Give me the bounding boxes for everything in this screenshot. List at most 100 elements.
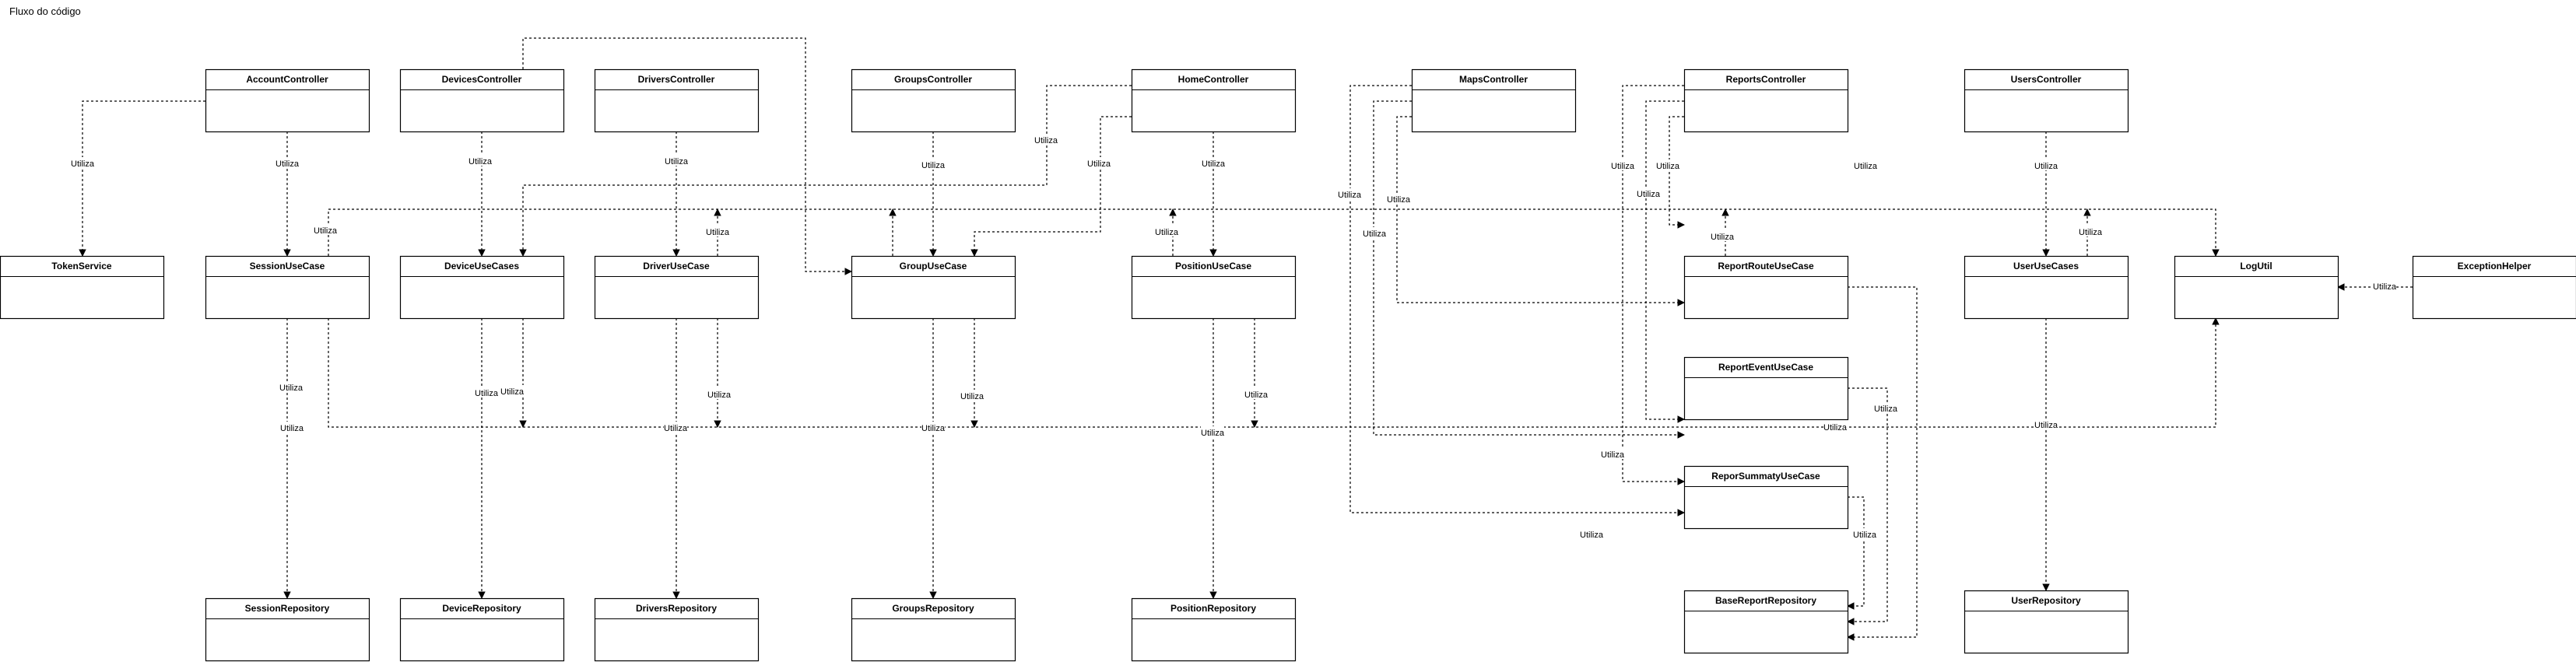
class-box-title: UserUseCases [2013, 261, 2079, 271]
position-use-case-box: PositionUseCase [1131, 255, 1297, 320]
class-box-frame [399, 68, 565, 133]
class-box-title: ReportEventUseCase [1718, 362, 1813, 373]
class-box-title: DeviceRepository [442, 603, 521, 614]
edge-label: Utiliza [1387, 193, 1411, 205]
edge-label-text: Utiliza [1087, 159, 1111, 169]
class-box-frame [1964, 68, 2129, 133]
edge-label: Utiliza [1034, 134, 1058, 145]
class-box-title: SessionRepository [245, 603, 330, 614]
class-box-frame [594, 597, 760, 662]
edge-label-background [2079, 226, 2102, 236]
maps-controller-box: MapsController [1411, 68, 1577, 133]
class-box-title: UserRepository [2011, 595, 2081, 606]
class-box-title: MapsController [1459, 74, 1528, 85]
edge-label: Utiliza [706, 226, 730, 237]
edge-label: Utiliza [1874, 402, 1898, 414]
user-use-cases-box: UserUseCases [1964, 255, 2129, 320]
dependency-arrow [1645, 100, 1685, 423]
edge-label: Utiliza [314, 224, 338, 236]
edge-label-text: Utiliza [2079, 228, 2103, 237]
edge-label-text: Utiliza [665, 157, 689, 166]
edge-label-text: Utiliza [1854, 162, 1878, 171]
edge-label: Utiliza [71, 157, 95, 169]
class-box-title: ExceptionHelper [2458, 261, 2532, 271]
dependency-arrow [1349, 85, 1685, 517]
groups-repository-box: GroupsRepository [851, 597, 1016, 662]
exception-helper-box: ExceptionHelper [2412, 255, 2576, 320]
edge-label: Utiliza [280, 422, 304, 433]
edge-label: Utiliza [469, 155, 493, 166]
report-route-use-case-box: ReportRouteUseCase [1683, 255, 1849, 320]
class-box-frame [1683, 465, 1849, 530]
user-repository-box: UserRepository [1964, 590, 2129, 654]
edge-label-text: Utiliza [1363, 229, 1387, 239]
class-box-frame [205, 255, 370, 320]
session-use-case-box: SessionUseCase [205, 255, 370, 320]
edge-label: Utiliza [1853, 528, 1877, 540]
class-box-title: DevicesController [442, 74, 522, 85]
class-box-frame [1131, 68, 1297, 133]
edge-label-background [1823, 421, 1847, 432]
class-box-frame [594, 68, 760, 133]
edge-label-text: Utiliza [2034, 162, 2058, 171]
edge-label-background [500, 385, 524, 396]
repor-summaty-use-case-box: ReporSummatyUseCase [1683, 465, 1849, 530]
edge-label-text: Utiliza [1244, 391, 1269, 400]
class-box-title: HomeController [1178, 74, 1249, 85]
edge-label-text: Utiliza [279, 384, 304, 393]
class-box-frame [2174, 255, 2339, 320]
reports-controller-box: ReportsController [1683, 68, 1849, 133]
edge-label-text: Utiliza [1874, 405, 1898, 414]
class-box-frame [205, 68, 370, 133]
report-event-use-case-box: ReportEventUseCase [1683, 356, 1849, 421]
class-box-title: LogUtil [2240, 261, 2272, 271]
edge-label-text: Utiliza [1611, 162, 1635, 171]
device-use-cases-box: DeviceUseCases [399, 255, 565, 320]
class-box-title: DeviceUseCases [444, 261, 519, 271]
edge-label: Utiliza [1363, 227, 1387, 239]
class-box-frame [851, 597, 1016, 662]
class-box-title: SessionUseCase [250, 261, 325, 271]
edge-label-text: Utiliza [2034, 421, 2058, 430]
edge-label: Utiliza [2079, 226, 2103, 237]
edge-label-text: Utiliza [275, 159, 300, 169]
class-box-frame [399, 597, 565, 662]
dependency-arrow [1396, 116, 1685, 306]
class-box-title: GroupsRepository [892, 603, 974, 614]
class-box-frame [1131, 255, 1297, 320]
edge-label-background [1387, 193, 1410, 204]
edge-label-text: Utiliza [71, 159, 95, 169]
dependency-arrow [328, 208, 2220, 257]
edge-label-background [1087, 157, 1111, 168]
dependency-arrow [519, 85, 1132, 257]
class-box-title: TokenService [51, 261, 111, 271]
dependency-arrow [1847, 286, 1918, 641]
edge-label-background [1202, 157, 1225, 168]
edge-label: Utiliza [1711, 230, 1735, 242]
dependency-arrow [1622, 85, 1685, 485]
dependency-arrow [328, 317, 2220, 428]
dependency-arrow [79, 100, 205, 257]
users-controller-box: UsersController [1964, 68, 2129, 133]
edge-label-background [279, 381, 303, 392]
edge-label: Utiliza [2034, 419, 2058, 430]
edge-label-background [664, 422, 687, 433]
edge-label-background [2034, 159, 2058, 170]
edge-label: Utiliza [2373, 280, 2397, 292]
edge-label-background [1034, 134, 1058, 145]
edge-label-text: Utiliza [314, 226, 338, 236]
edge-label: Utiliza [1202, 157, 1226, 169]
edge-label-background [1338, 188, 1361, 199]
edge-label-text: Utiliza [1580, 531, 1604, 540]
edge-label-background [1155, 226, 1178, 236]
edge-label: Utiliza [1854, 159, 1878, 171]
edge-label: Utiliza [707, 388, 732, 400]
position-repository-box: PositionRepository [1131, 597, 1297, 662]
class-box-frame [1683, 255, 1849, 320]
edge-label-background [2373, 280, 2396, 291]
class-box-title: ReportsController [1726, 74, 1806, 85]
edge-label-background [1874, 402, 1897, 413]
class-box-frame [1683, 356, 1849, 421]
